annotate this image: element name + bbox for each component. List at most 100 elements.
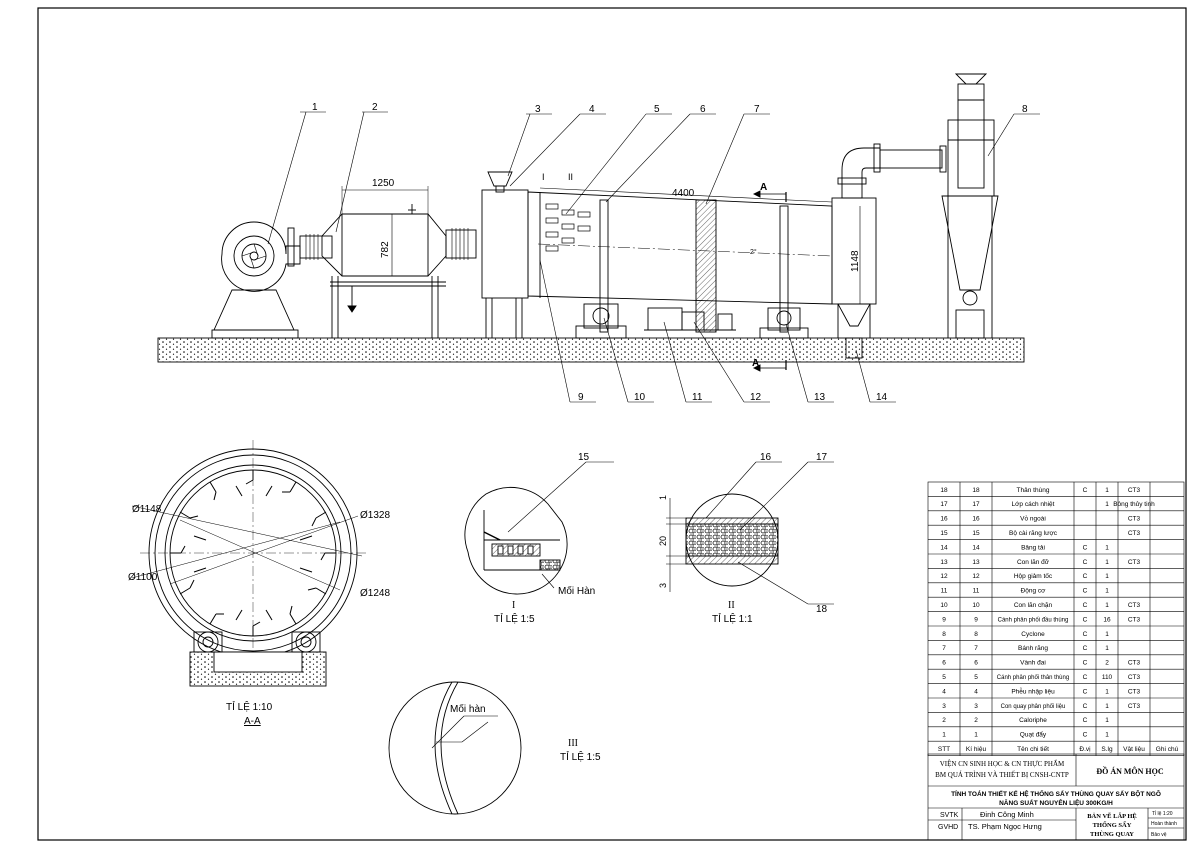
detail-3-scale: TỈ LỆ 1:5	[560, 750, 601, 763]
detail-1-scale: TỈ LỆ 1:5	[494, 612, 535, 625]
bom-cell: 13	[972, 559, 980, 566]
bom-cell: 5	[942, 674, 946, 681]
bom-cell: 1	[1105, 588, 1109, 595]
bom-cell: 110	[1102, 674, 1113, 681]
bom-cell: CT3	[1128, 688, 1141, 695]
bom-cell: 1	[1105, 688, 1109, 695]
sheet-border	[37, 7, 1187, 841]
bom-cell: 1	[1105, 487, 1109, 494]
bom-cell: 5	[974, 674, 978, 681]
bom-cell: 8	[974, 631, 978, 638]
bom-cell: 15	[972, 530, 980, 537]
drawing-title-2: THỐNG SẤY	[1093, 821, 1132, 829]
detail-mark-II: II	[568, 172, 573, 182]
detail-1-roman: I	[512, 600, 515, 611]
callout-5: 5	[654, 104, 660, 115]
bom-cell: 13	[940, 559, 948, 566]
detail-3-weld: Mối hàn	[450, 703, 486, 715]
dia-1148: Ø1148	[132, 504, 162, 515]
cyclone	[941, 73, 999, 339]
bom-cell: 18	[940, 487, 948, 494]
detail-3	[388, 681, 522, 815]
section-mark-top: A	[760, 182, 767, 193]
dim-1148: 1148	[850, 250, 861, 272]
drawing-title-1: BẢN VẼ LẮP HỆ	[1087, 812, 1137, 820]
callout-8: 8	[1022, 104, 1028, 115]
bom-cell: 1	[1105, 631, 1109, 638]
detail-2-callout-16: 16	[760, 452, 772, 463]
bom-cell: Lớp cách nhiệt	[1012, 501, 1055, 508]
bom-cell: 16	[940, 516, 948, 523]
section-aa	[131, 440, 366, 687]
bom-cell: 17	[972, 501, 980, 508]
bom-cell: Con lăn chặn	[1014, 602, 1053, 609]
bom-cell: 2	[974, 717, 978, 724]
drawing-title-3: THÙNG QUAY	[1090, 830, 1134, 838]
bom-cell: CT3	[1128, 530, 1141, 537]
caloriphe	[321, 204, 447, 338]
bom-cell: C	[1083, 573, 1088, 580]
inst-line-2: BM QUÁ TRÌNH VÀ THIẾT BỊ CNSH-CNTP	[935, 771, 1069, 779]
bom-cell: 1	[1105, 501, 1109, 508]
bom-cell: 1	[1105, 645, 1109, 652]
bom-cell: Vành đai	[1020, 660, 1046, 667]
detail-2-callout-18: 18	[816, 604, 828, 615]
bom-cell: 1	[1105, 602, 1109, 609]
bom-cell: Con lăn đỡ	[1017, 559, 1050, 566]
callout-14: 14	[876, 392, 888, 403]
ground-slab	[157, 337, 1025, 363]
bom-cell: 2	[1105, 660, 1109, 667]
bom-cell: 1	[1105, 573, 1109, 580]
bom-cell: Bánh răng	[1018, 645, 1048, 652]
dim-4400: 4400	[672, 188, 695, 199]
detail-2-callout-17: 17	[816, 452, 828, 463]
callout-1: 1	[312, 102, 318, 113]
callout-6: 6	[700, 104, 706, 115]
bom-header-cell: Kí hiệu	[966, 746, 987, 753]
dia-1328: Ø1328	[360, 510, 390, 521]
bom-cell: Cyclone	[1021, 631, 1045, 638]
status-defend: Bảo vệ	[1151, 832, 1167, 838]
detail-2-scale: TỈ LỆ 1:1	[712, 612, 753, 625]
dim-782: 782	[380, 241, 391, 258]
bom-cell: 3	[974, 703, 978, 710]
bom-cell: 14	[940, 544, 948, 551]
detail-1-callout: 15	[578, 452, 590, 463]
bom-cell: 9	[942, 616, 946, 623]
bom-cell: Hộp giảm tốc	[1014, 571, 1053, 580]
bom-cell: C	[1083, 602, 1088, 609]
bom-cell: C	[1083, 544, 1088, 551]
slope-mark: 2°	[750, 248, 757, 256]
bom-cell: 2	[942, 717, 946, 724]
bom-cell: 6	[974, 660, 978, 667]
hopper	[487, 171, 513, 187]
bom-cell: 15	[940, 530, 948, 537]
bom-cell: 1	[942, 732, 946, 739]
bom-cell: Thân thùng	[1017, 487, 1050, 494]
bom-cell: 7	[974, 645, 978, 652]
bom-cell: 1	[1105, 703, 1109, 710]
bom-cell: 1	[1105, 732, 1109, 739]
dia-1100: Ø1100	[128, 572, 158, 583]
detail-2	[666, 461, 834, 605]
status-complete: Hoàn thành	[1151, 821, 1177, 827]
dia-1248: Ø1248	[360, 588, 390, 599]
drawing-scale: Tỉ lệ 1:20	[1152, 810, 1173, 817]
bom-header-cell: S.lg	[1101, 746, 1113, 753]
bom-cell: CT3	[1128, 559, 1141, 566]
detail-2-roman: II	[728, 600, 735, 611]
inst-line-1: VIỆN CN SINH HỌC & CN THỰC PHẨM	[940, 760, 1065, 768]
bom-cell: C	[1083, 487, 1088, 494]
bom-cell: Vỏ ngoài	[1020, 515, 1046, 523]
callout-11: 11	[692, 392, 703, 403]
bom-cell: 1	[974, 732, 978, 739]
bom-cell: 1	[1105, 544, 1109, 551]
bom-cell: CT3	[1128, 703, 1141, 710]
bom-cell: C	[1083, 559, 1088, 566]
callout-3: 3	[535, 104, 541, 115]
bom-cell: C	[1083, 588, 1088, 595]
detail-1-weld: Mối Hàn	[558, 585, 595, 597]
bom-cell: 1	[1105, 717, 1109, 724]
bom-cell: Cánh phân phối đầu thùng	[998, 617, 1069, 623]
callout-9: 9	[578, 392, 584, 403]
